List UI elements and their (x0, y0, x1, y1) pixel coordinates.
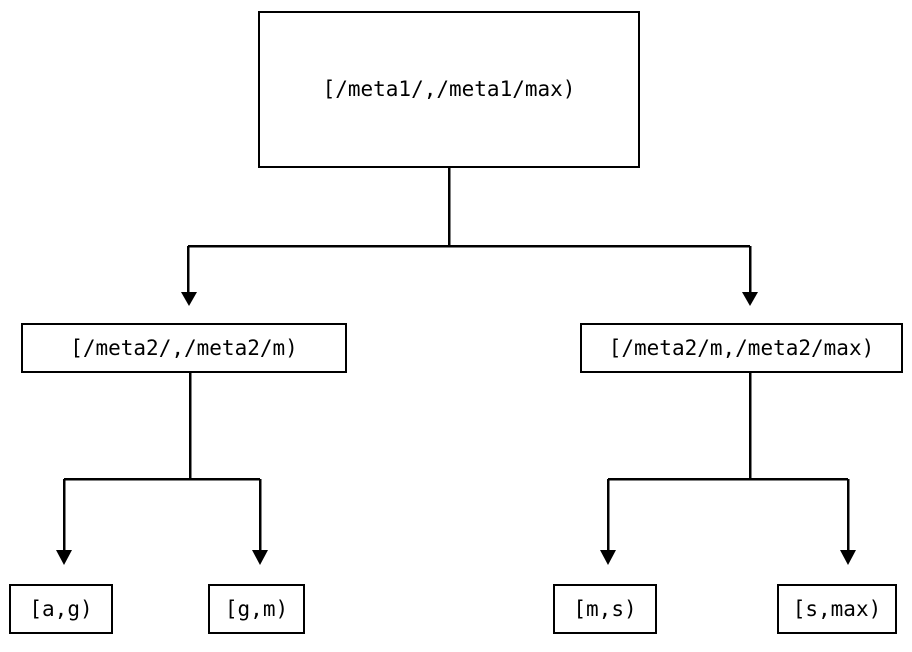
arrowhead-to-leaf-4 (840, 550, 856, 565)
arrowhead-to-mid-left (181, 292, 197, 306)
arrowhead-to-leaf-1 (56, 550, 72, 565)
arrowhead-to-mid-right (742, 292, 758, 306)
tree-node-leaf-1-label: [a,g) (29, 596, 93, 621)
tree-node-mid-left-label: [/meta2/,/meta2/m) (70, 335, 298, 360)
tree-node-mid-left[interactable]: [/meta2/,/meta2/m) (21, 323, 347, 373)
tree-node-leaf-4[interactable]: [s,max) (777, 584, 897, 634)
tree-node-mid-right-label: [/meta2/m,/meta2/max) (608, 335, 875, 360)
tree-node-mid-right[interactable]: [/meta2/m,/meta2/max) (580, 323, 903, 373)
tree-node-leaf-2[interactable]: [g,m) (208, 584, 305, 634)
tree-node-root[interactable]: [/meta1/,/meta1/max) (258, 11, 640, 168)
tree-node-leaf-2-label: [g,m) (224, 596, 289, 621)
tree-node-root-label: [/meta1/,/meta1/max) (322, 77, 576, 101)
tree-node-leaf-3-label: [m,s) (573, 596, 637, 621)
tree-node-leaf-3[interactable]: [m,s) (553, 584, 657, 634)
tree-node-leaf-4-label: [s,max) (792, 596, 882, 621)
arrowhead-to-leaf-2 (252, 550, 268, 565)
arrowhead-to-leaf-3 (600, 550, 616, 565)
tree-node-leaf-1[interactable]: [a,g) (9, 584, 113, 634)
